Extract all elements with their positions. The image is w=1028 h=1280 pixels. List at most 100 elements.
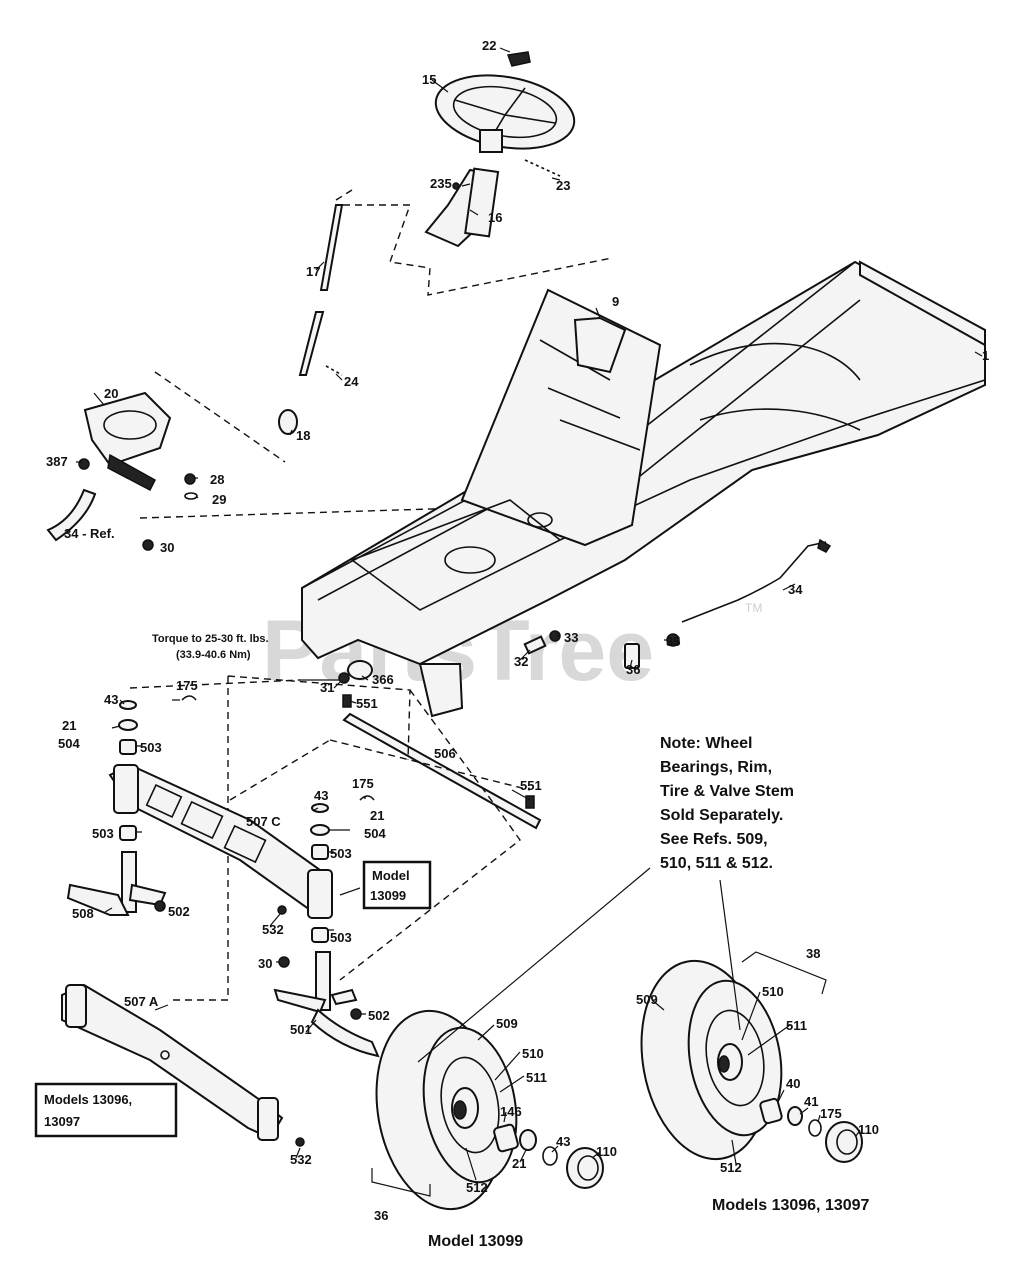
callout-504-left: 504	[58, 736, 80, 751]
callout-510-left: 510	[522, 1046, 544, 1061]
callout-16: 16	[488, 210, 502, 225]
note-line-4: Sold Separately.	[660, 807, 783, 824]
callout-22: 22	[482, 38, 496, 53]
tie-rod-34	[681, 538, 832, 623]
callout-551-upper: 551	[356, 696, 378, 711]
spindle-508	[66, 851, 167, 916]
bracket-38	[741, 951, 827, 995]
wheel-left-509	[375, 1009, 518, 1211]
washer-43-right	[311, 803, 329, 813]
caption-left-wheel: Model 13099	[428, 1233, 523, 1250]
clip-175-wheel	[808, 1119, 822, 1137]
callout-9: 9	[612, 294, 619, 309]
front-axle-507a	[61, 983, 284, 1141]
callout-146: 146	[500, 1104, 522, 1119]
dash-shaft-adapter	[335, 189, 613, 296]
callout-24: 24	[344, 374, 359, 389]
model-box-13096-line2: 13097	[44, 1114, 80, 1129]
washer-21-right	[310, 824, 330, 836]
callout-511-right: 511	[786, 1018, 807, 1033]
callout-18: 18	[296, 428, 310, 443]
nut-30-upper	[142, 539, 154, 551]
leaders	[76, 47, 983, 1181]
washer-146	[493, 1123, 519, 1153]
callout-30-lower: 30	[258, 956, 272, 971]
callout-29: 29	[212, 492, 226, 507]
callout-511-left: 511	[526, 1070, 547, 1085]
callout-503-lower-right: 503	[330, 930, 352, 945]
washer-21-left	[118, 719, 138, 731]
bushing-503-right	[311, 844, 329, 860]
steering-wheel-cap	[506, 51, 531, 67]
spindle-501	[273, 951, 380, 1058]
callout-506: 506	[434, 746, 456, 761]
callout-509-right: 509	[636, 992, 658, 1007]
note-line-1: Note: Wheel	[660, 735, 752, 752]
callout-387: 387	[46, 454, 68, 469]
callout-507a: 507 A	[124, 994, 159, 1009]
steering-shaft-17	[298, 204, 344, 376]
model-box-13099-line1: Model	[372, 868, 410, 883]
steering-gear-20	[83, 391, 172, 492]
washer-29	[184, 492, 198, 500]
callout-36-upper: 36	[626, 662, 640, 677]
callout-38: 38	[806, 946, 820, 961]
bolt-532-lower	[295, 1137, 305, 1147]
torque-line1: Torque to 25-30 ft. lbs.	[152, 633, 269, 645]
callout-175-wheel: 175	[820, 1106, 842, 1121]
bolt-551-upper	[342, 694, 352, 708]
nut-30-lower	[278, 956, 290, 968]
bushing-503-lower-right	[311, 927, 329, 943]
bolt-32	[523, 635, 547, 655]
bushing-18	[278, 409, 298, 435]
wheel-right-509	[640, 959, 783, 1161]
bushing-503-mid-left	[119, 825, 137, 841]
model-box-13096-line1: Models 13096,	[44, 1092, 132, 1107]
callout-15: 15	[422, 72, 436, 87]
callout-31: 31	[320, 680, 334, 695]
callout-235: 235	[430, 176, 452, 191]
callout-43-right: 43	[314, 788, 328, 803]
bolt-551-lower	[525, 795, 535, 809]
callout-502-left: 502	[168, 904, 190, 919]
note-line-6: 510, 511 & 512.	[660, 855, 773, 872]
callout-110-right: 110	[858, 1122, 879, 1137]
washer-41	[787, 1106, 803, 1126]
callout-30-upper: 30	[160, 540, 174, 555]
cap-110-left	[566, 1147, 604, 1189]
callout-501: 501	[290, 1022, 312, 1037]
nut-502-left	[154, 900, 166, 912]
clip-43-wheel	[542, 1146, 558, 1166]
callout-33: 33	[564, 630, 578, 645]
callout-35: 35	[666, 634, 680, 649]
caption-right-wheel: Models 13096, 13097	[712, 1197, 870, 1214]
callouts: 22 15 23 235 16 17 24 20 18 387 28 29 34…	[46, 38, 989, 1223]
nut-28	[184, 473, 196, 485]
note-line-5: See Refs. 509,	[660, 831, 768, 848]
callout-43-left: 43	[104, 692, 118, 707]
callout-508: 508	[72, 906, 94, 921]
callout-510-right: 510	[762, 984, 784, 999]
note-block: Note: Wheel Bearings, Rim, Tire & Valve …	[660, 735, 794, 872]
callout-34: 34	[788, 582, 803, 597]
nut-502-right	[350, 1008, 362, 1020]
callout-512-right: 512	[720, 1160, 742, 1175]
steering-adapter-16	[424, 167, 500, 248]
bolt-31	[338, 672, 350, 684]
callout-34-ref: 34 - Ref.	[64, 526, 115, 541]
callout-21-wheel: 21	[512, 1156, 526, 1171]
callout-366: 366	[372, 672, 394, 687]
model-box-13099-line2: 13099	[370, 888, 406, 903]
drag-link-34-ref	[46, 488, 97, 542]
washer-43-left	[119, 700, 137, 710]
note-line-3: Tire & Valve Stem	[660, 783, 794, 800]
callout-507c: 507 C	[246, 814, 281, 829]
callout-1: 1	[982, 348, 989, 363]
bolt-532-upper	[277, 905, 287, 915]
torque-line2: (33.9-40.6 Nm)	[176, 649, 251, 661]
callout-20: 20	[104, 386, 118, 401]
bolt-387	[78, 458, 90, 470]
cap-110-right	[825, 1121, 863, 1163]
callout-509-left: 509	[496, 1016, 518, 1031]
